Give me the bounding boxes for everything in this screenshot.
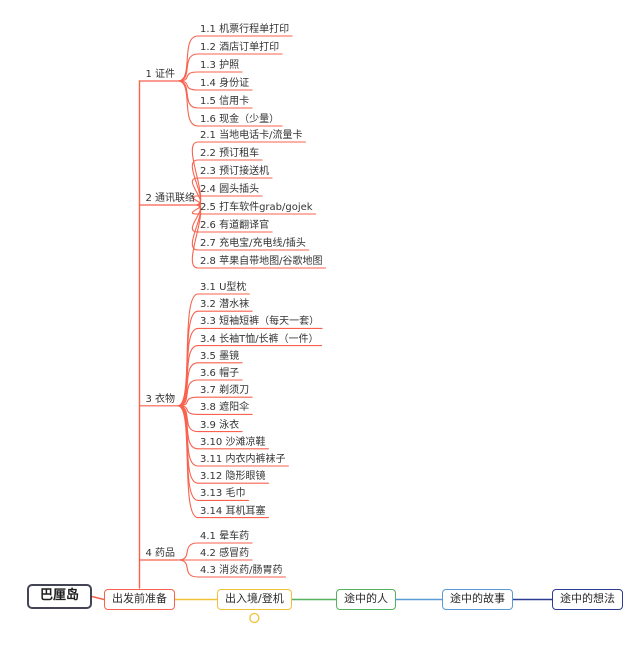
- connector-line: [177, 405, 199, 501]
- mindmap-subtopic[interactable]: 3.10 沙滩凉鞋: [200, 436, 266, 448]
- mindmap-subtopic[interactable]: 3.4 长袖T恤/长裤（一件）: [200, 333, 319, 345]
- mindmap-subtopic[interactable]: 4.2 感冒药: [200, 548, 250, 559]
- mindmap-subtopic[interactable]: 1.2 酒店订单打印: [200, 42, 280, 53]
- connector-line: [177, 405, 199, 415]
- root-topic[interactable]: 巴厘岛: [27, 584, 93, 609]
- mindmap-subtopic[interactable]: 1.1 机票行程单打印: [200, 24, 290, 35]
- mindmap-subtopic[interactable]: 2.6 有道翻译官: [200, 220, 270, 231]
- mindmap-subtopic[interactable]: 1.3 护照: [200, 60, 240, 71]
- connector-line: [177, 405, 199, 484]
- mindmap-category[interactable]: 3 衣物: [145, 393, 176, 405]
- mindmap-subtopic[interactable]: 4.1 晕车药: [200, 531, 250, 542]
- mindmap-subtopic[interactable]: 3.12 隐形眼镜: [200, 471, 266, 483]
- mindmap-subtopic[interactable]: 3.1 U型枕: [200, 282, 247, 293]
- mindmap-subtopic[interactable]: 2.2 预订租车: [200, 148, 260, 159]
- connector-line: [177, 405, 199, 433]
- connector-line: [177, 396, 199, 407]
- main-topic-thoughts-on-the-way[interactable]: 途中的想法: [552, 589, 623, 610]
- mindmap-subtopic[interactable]: 3.11 内衣内裤袜子: [200, 454, 286, 465]
- mindmap-subtopic[interactable]: 3.3 短袖短裤（每天一套）: [200, 316, 320, 328]
- connector-line: [177, 379, 199, 407]
- mindmap-subtopic[interactable]: 3.7 剃须刀: [200, 385, 250, 397]
- mindmap-subtopic[interactable]: 3.8 遮阳伞: [200, 402, 250, 414]
- mindmap-subtopic[interactable]: 2.8 苹果自带地图/谷歌地图: [200, 256, 323, 267]
- connector-line: [177, 542, 199, 561]
- connector-line: [177, 293, 199, 407]
- connector-line: [91, 595, 105, 601]
- connector-line: [177, 405, 199, 450]
- connector-line: [177, 345, 199, 407]
- mindmap-subtopic[interactable]: 3.14 耳机耳塞: [200, 505, 266, 517]
- connector-line: [177, 53, 199, 82]
- mindmap-subtopic[interactable]: 2.7 充电宝/充电线/插头: [200, 238, 306, 249]
- connector-line: [177, 405, 199, 467]
- mindmap-subtopic[interactable]: 2.1 当地电话卡/流量卡: [200, 130, 303, 141]
- mindmap-subtopic[interactable]: 3.6 帽子: [200, 368, 240, 379]
- mindmap-subtopic[interactable]: 3.9 泳衣: [200, 419, 240, 431]
- mindmap-subtopic[interactable]: 3.2 潜水袜: [200, 299, 250, 311]
- main-topic-people-on-the-way[interactable]: 途中的人: [336, 589, 396, 610]
- mindmap-subtopic[interactable]: 4.3 消炎药/肠胃药: [200, 565, 283, 576]
- connector-line: [177, 405, 199, 519]
- topic-badge[interactable]: [249, 612, 260, 624]
- main-topic-immigration-boarding[interactable]: 出入境/登机: [217, 589, 292, 610]
- mindmap-subtopic[interactable]: 3.5 墨镜: [200, 350, 240, 362]
- mindmap-subtopic[interactable]: 2.3 预订接送机: [200, 166, 270, 177]
- main-topic-preparation[interactable]: 出发前准备: [104, 589, 175, 610]
- connector-line: [177, 327, 199, 407]
- connector-line: [177, 35, 199, 82]
- mindmap-subtopic[interactable]: 2.4 圆头插头: [200, 184, 260, 195]
- connector-line: [177, 362, 199, 407]
- mindmap-subtopic[interactable]: 1.6 现金（少量）: [200, 114, 280, 125]
- connector-line: [177, 71, 199, 82]
- connector-line: [177, 559, 199, 578]
- main-topic-stories-on-the-way[interactable]: 途中的故事: [442, 589, 513, 610]
- mindmap-category[interactable]: 4 药品: [145, 548, 176, 559]
- mindmap-subtopic[interactable]: 2.5 打车软件grab/gojek: [200, 202, 313, 213]
- connector-line: [177, 310, 199, 407]
- connector-line: [177, 80, 199, 127]
- connector-line: [177, 80, 199, 91]
- mindmap-subtopic[interactable]: 1.4 身份证: [200, 78, 250, 89]
- mindmap-subtopic[interactable]: 1.5 信用卡: [200, 96, 250, 107]
- mindmap-category[interactable]: 2 通讯联络: [145, 193, 196, 204]
- connector-line: [177, 80, 199, 109]
- mindmap-category[interactable]: 1 证件: [145, 69, 176, 80]
- mindmap-subtopic[interactable]: 3.13 毛巾: [200, 488, 246, 500]
